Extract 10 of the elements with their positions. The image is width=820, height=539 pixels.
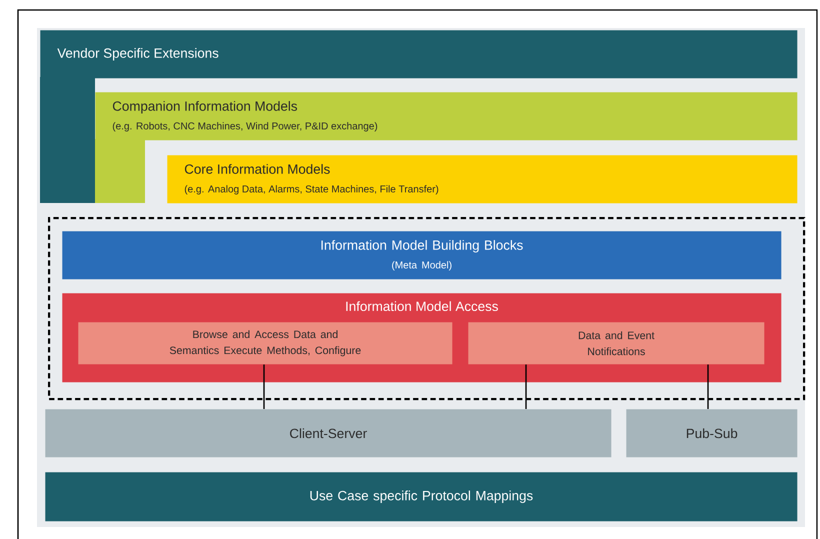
protocol-box: Pub-Sub	[626, 409, 798, 458]
function-box: Browse and Access Data and Semantics Execute Methods, Configure	[78, 322, 452, 364]
dashed-frame	[48, 217, 806, 400]
function-box: Data and Event Notifications	[468, 322, 764, 364]
connector-line	[263, 364, 265, 409]
connector-line	[707, 364, 709, 409]
protocol-box: Client-Server	[45, 409, 612, 458]
layer-band: Use Case specific Protocol Mappings	[45, 472, 798, 522]
connector-line	[525, 364, 527, 409]
layer-band: Information Model Building Blocks (Meta Model)	[62, 231, 782, 280]
